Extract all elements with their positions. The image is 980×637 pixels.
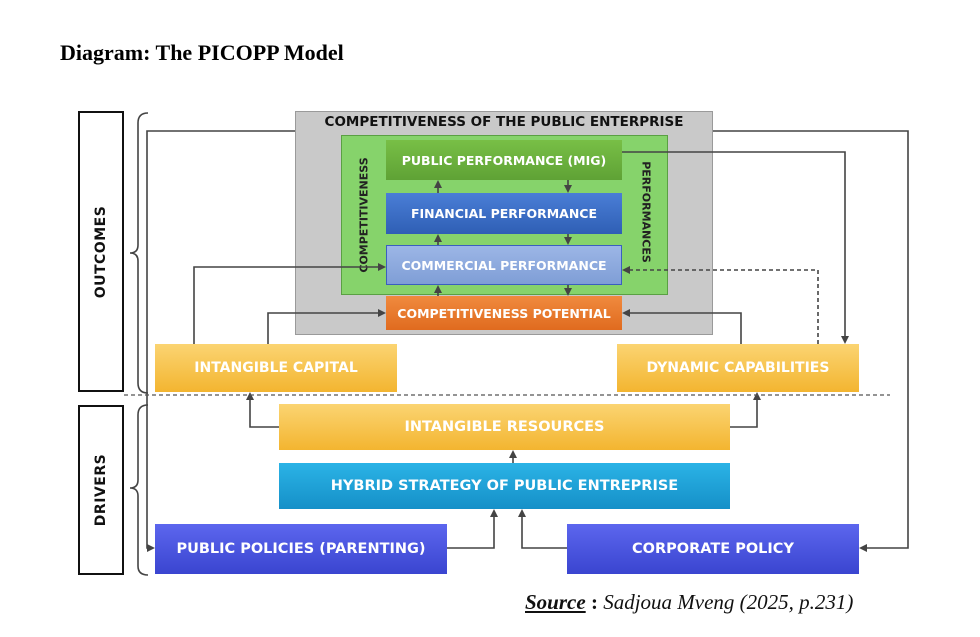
competitiveness-vertical-label: COMPETITIVENESS [357,157,371,273]
intangible-resources-box: INTANGIBLE RESOURCES [279,404,730,450]
hybrid-strategy-box: HYBRID STRATEGY OF PUBLIC ENTREPRISE [279,463,730,509]
diagram-title: Diagram: The PICOPP Model [60,40,344,65]
public-performance-box: PUBLIC PERFORMANCE (MIG) [386,140,622,180]
outcomes-label: OUTCOMES [93,205,109,298]
source-citation: Source : Sadjoua Mveng (2025, p.231) [525,590,853,615]
source-label: Source [525,590,586,614]
outcomes-bracket [129,112,149,394]
drivers-label-box: DRIVERS [78,405,124,575]
public-policies-box: PUBLIC POLICIES (PARENTING) [155,524,447,574]
arrow-public-policies-to-hybrid [447,509,498,549]
financial-performance-box: FINANCIAL PERFORMANCE [386,193,622,234]
dynamic-capabilities-box: DYNAMIC CAPABILITIES [617,344,859,392]
commercial-performance-box: COMMERCIAL PERFORMANCE [386,245,622,285]
arrow-resources-to-capabilities [730,392,761,428]
source-text: Sadjoua Mveng (2025, p.231) [603,590,854,614]
arrow-loop-to-public-policies [146,130,295,552]
outcomes-label-box: OUTCOMES [78,111,124,392]
arrow-corporate-policy-to-hybrid [518,509,567,549]
competitiveness-potential-box: COMPETITIVENESS POTENTIAL [386,296,622,330]
intangible-capital-box: INTANGIBLE CAPITAL [155,344,397,392]
competitiveness-outer-label: COMPETITIVENESS OF THE PUBLIC ENTERPRISE [324,114,684,130]
drivers-bracket [129,404,149,576]
source-separator: : [585,590,604,614]
corporate-policy-box: CORPORATE POLICY [567,524,859,574]
drivers-label: DRIVERS [93,453,109,527]
performances-vertical-label: PERFORMANCES [639,161,653,263]
arrow-resources-to-capital [246,392,279,428]
arrow-loop-to-corporate-policy [713,130,909,552]
